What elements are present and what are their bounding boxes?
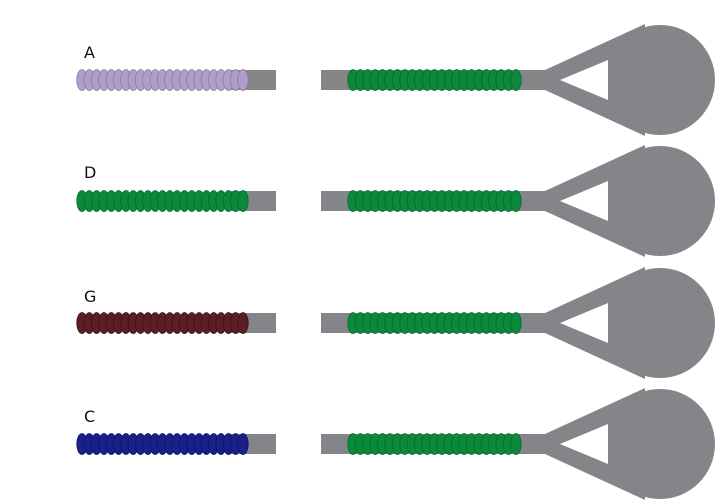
row-label: C bbox=[84, 407, 95, 426]
left-bead bbox=[237, 312, 249, 334]
row-label: G bbox=[84, 287, 96, 306]
lasso-loop-icon bbox=[545, 388, 715, 500]
right-bead bbox=[510, 190, 522, 212]
left-bead-strand bbox=[76, 433, 249, 455]
row-label: D bbox=[84, 163, 96, 182]
right-bead-strand bbox=[347, 69, 522, 91]
probe-rows: A D G C bbox=[76, 24, 715, 500]
right-bead bbox=[510, 312, 522, 334]
right-bead bbox=[510, 433, 522, 455]
probe-row-g: G bbox=[76, 267, 715, 379]
probe-row-a: A bbox=[76, 24, 715, 136]
loop-opening bbox=[560, 303, 608, 343]
loop-head bbox=[605, 146, 715, 256]
left-bead bbox=[237, 433, 249, 455]
right-bead bbox=[510, 69, 522, 91]
left-bead-strand bbox=[76, 190, 249, 212]
loop-opening bbox=[560, 181, 608, 221]
left-bead bbox=[237, 190, 249, 212]
loop-head bbox=[605, 25, 715, 135]
row-label: A bbox=[84, 43, 95, 62]
loop-opening bbox=[560, 60, 608, 100]
left-bead bbox=[237, 69, 249, 91]
right-bead-strand bbox=[347, 190, 522, 212]
lasso-loop-icon bbox=[545, 267, 715, 379]
right-bead-strand bbox=[347, 312, 522, 334]
probe-row-c: C bbox=[76, 388, 715, 500]
left-bead-strand bbox=[76, 312, 249, 334]
left-bead-strand bbox=[76, 69, 249, 91]
lasso-loop-icon bbox=[545, 24, 715, 136]
probe-row-d: D bbox=[76, 145, 715, 257]
lasso-loop-icon bbox=[545, 145, 715, 257]
loop-opening bbox=[560, 424, 608, 464]
right-bead-strand bbox=[347, 433, 522, 455]
loop-head bbox=[605, 389, 715, 499]
loop-head bbox=[605, 268, 715, 378]
